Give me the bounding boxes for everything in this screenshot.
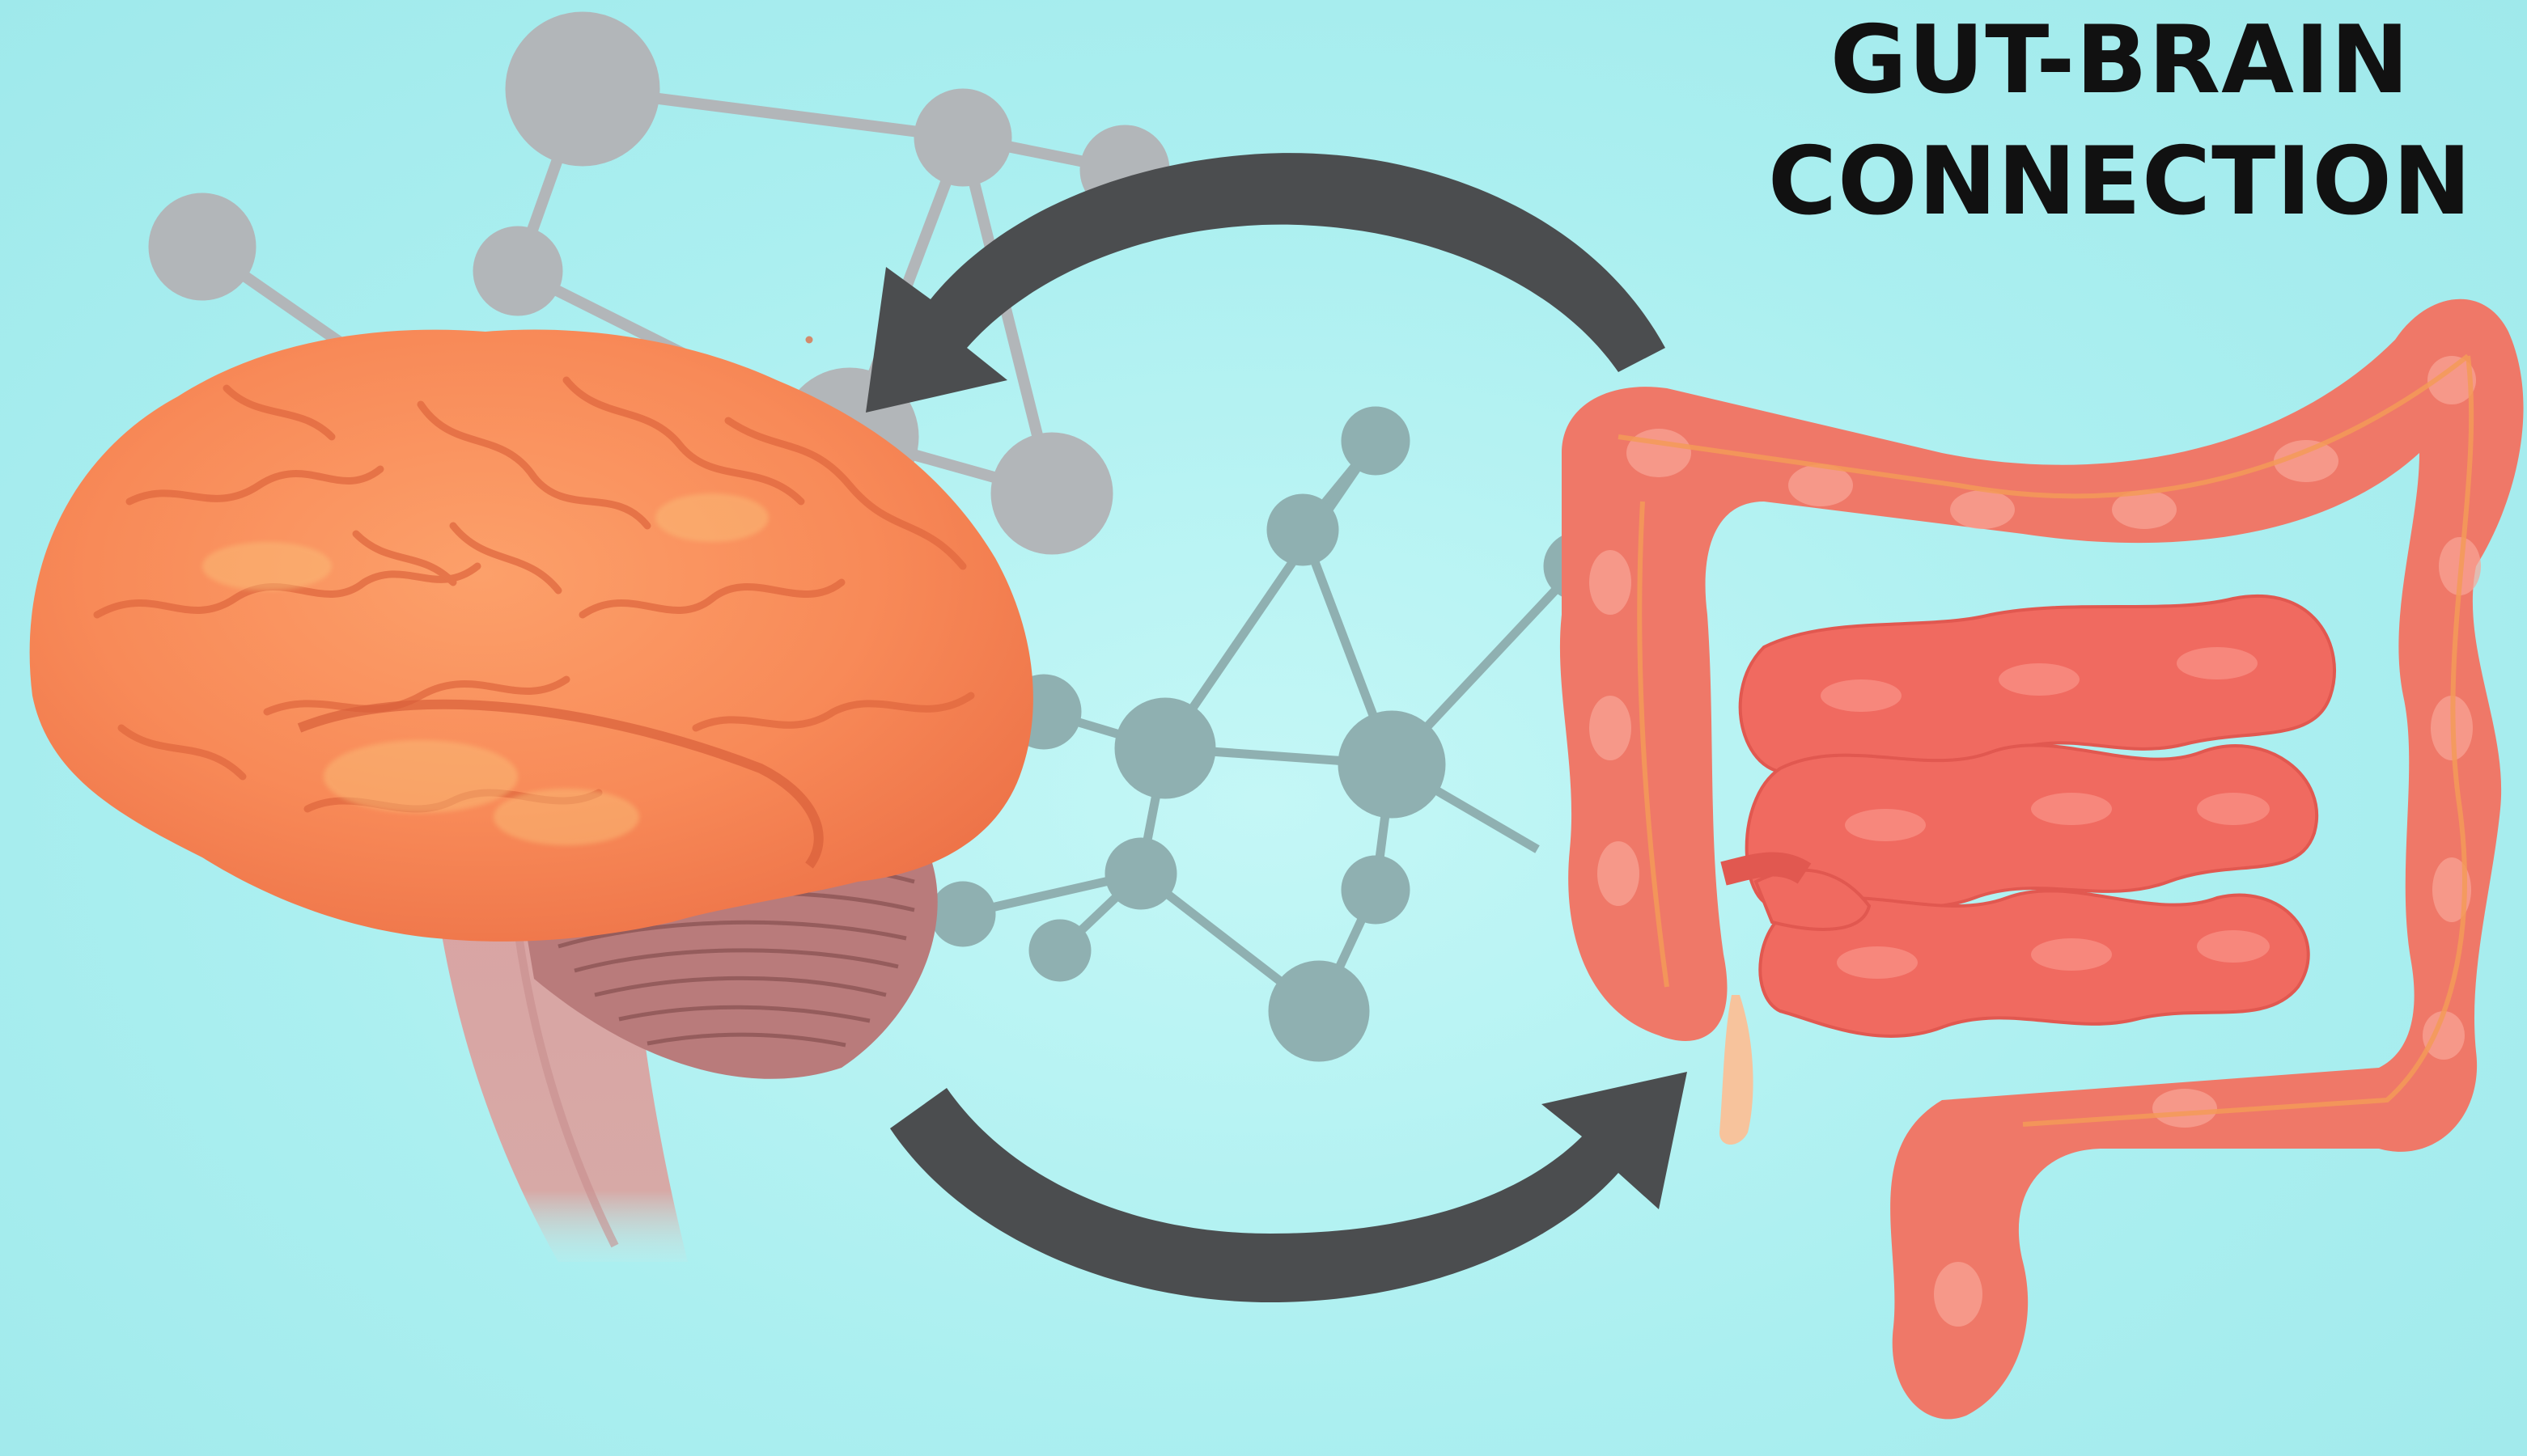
curved-arrow-left-icon: [866, 153, 1665, 413]
title-line-2: CONNECTION: [1764, 121, 2476, 243]
curved-arrow-right-icon: [890, 1072, 1687, 1302]
page-title: GUT-BRAIN CONNECTION: [1764, 0, 2476, 243]
intestine-illustration: [1560, 299, 2524, 1420]
appendix-illustration: [1719, 995, 1753, 1145]
title-line-1: GUT-BRAIN: [1764, 0, 2476, 121]
